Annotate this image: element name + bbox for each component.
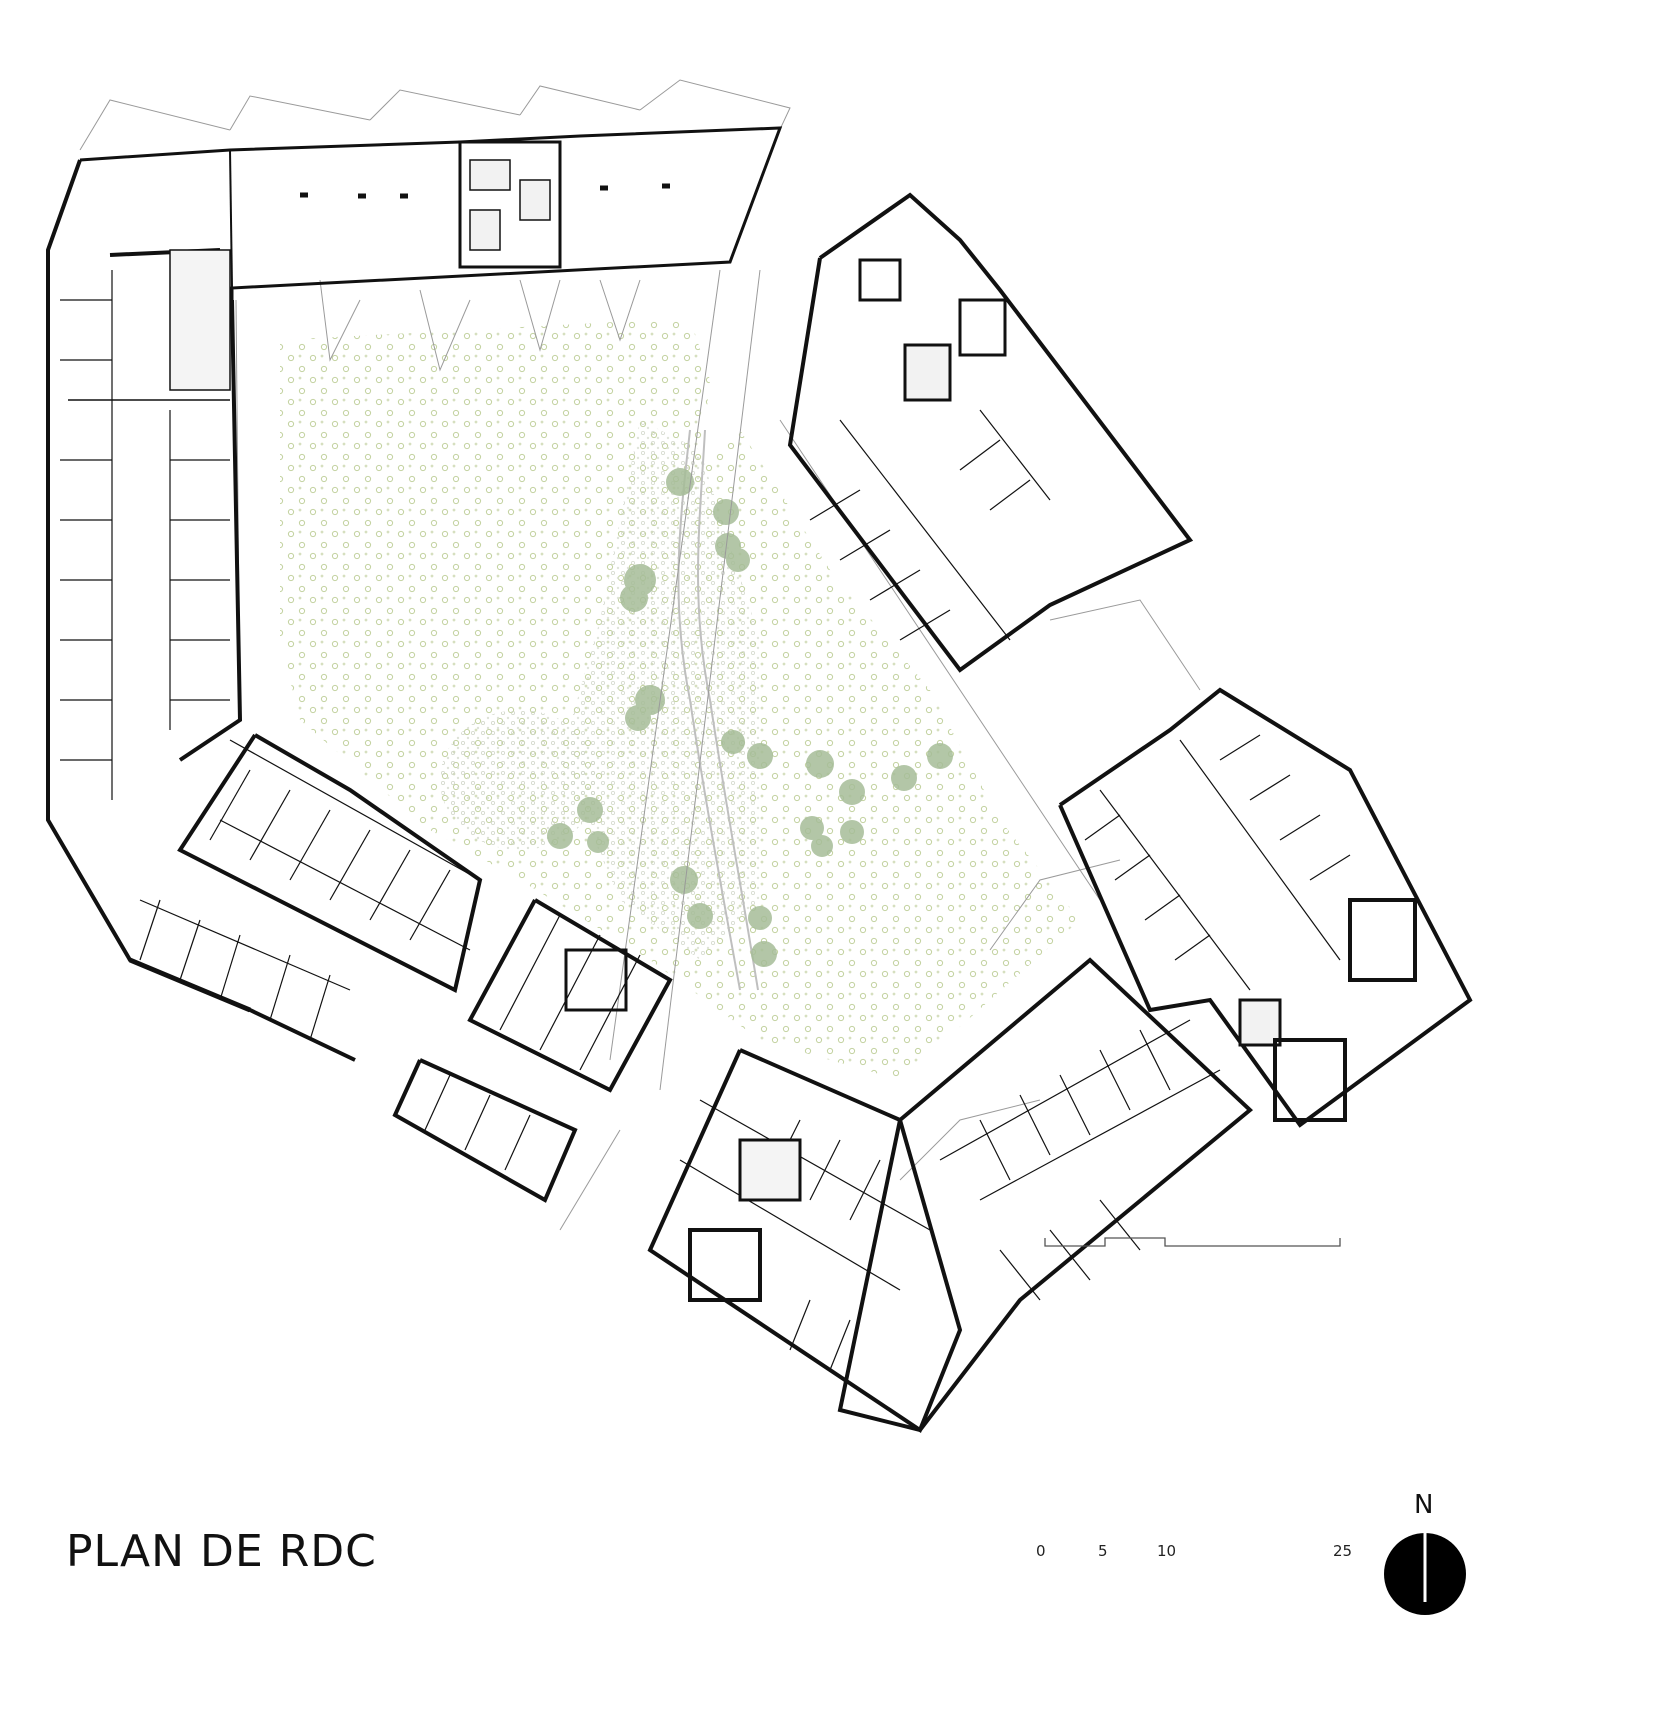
north-arrow-icon [1384,1515,1466,1615]
building-south-west [177,733,673,1203]
tree-group [547,468,953,967]
building-north-east [787,192,1194,673]
north-letter: N [1414,1490,1434,1520]
scale-bar [1044,1237,1341,1247]
building-south-east [837,957,1254,1433]
scale-label-5: 5 [1098,1542,1108,1560]
plan-title: PLAN DE RDC [66,1526,377,1577]
building-west [46,159,356,1062]
scale-label-10: 10 [1157,1542,1177,1560]
building-south [647,1048,963,1434]
building-east [1058,687,1473,1128]
scale-label-25: 25 [1333,1542,1353,1560]
scale-label-0: 0 [1036,1542,1046,1560]
building-walls [46,126,1473,1434]
courtyard-garden [280,318,1080,1080]
building-north [79,126,783,300]
